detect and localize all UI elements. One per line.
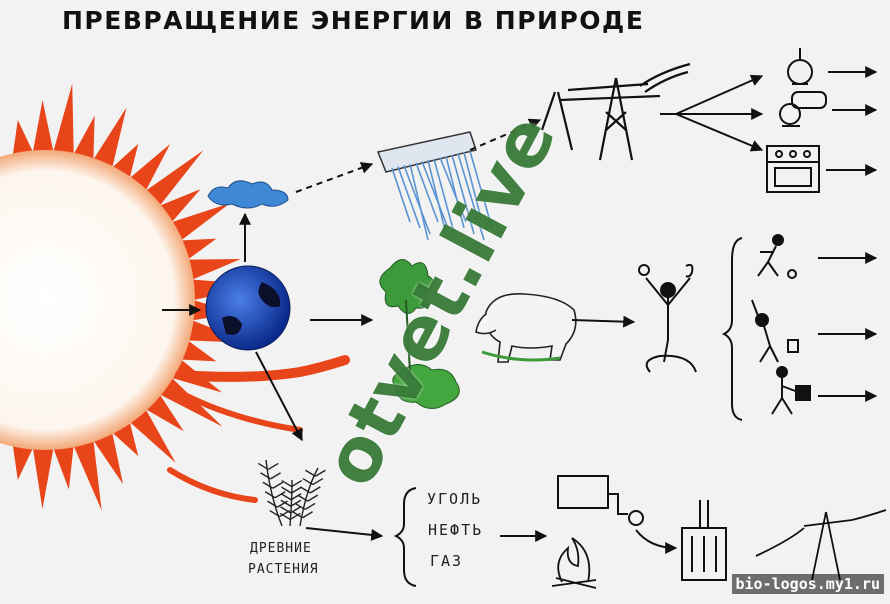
arrow: [296, 164, 372, 192]
site-credit: bio-logos.my1.ru: [732, 574, 885, 594]
lamp-icon: [788, 48, 812, 84]
sun-ray: [33, 447, 54, 508]
fuel-brace: [396, 488, 416, 586]
human-figure-icon: [639, 265, 696, 372]
fern-leaf: [313, 479, 323, 485]
activity-bracket: [724, 238, 742, 420]
fern-leaf: [263, 482, 273, 488]
fern-leaf: [282, 481, 292, 487]
fern-leaf: [305, 470, 315, 476]
arrow: [676, 76, 762, 114]
rain-streak: [404, 165, 430, 234]
fern-leaf: [281, 500, 291, 506]
ancient-plants-label-line2: РАСТЕНИЯ: [248, 562, 319, 577]
sun-ray: [33, 100, 54, 152]
sun-ray: [53, 84, 74, 155]
fern-leaf: [291, 487, 301, 493]
projector-icon: [780, 92, 826, 126]
stove-icon: [767, 146, 819, 192]
fern-leaf: [290, 513, 300, 519]
furnace-icon: [558, 476, 643, 525]
gas-label: ГАЗ: [430, 552, 463, 570]
arrow: [636, 530, 676, 548]
power-plant-icon: [682, 500, 726, 580]
sun-ray: [73, 440, 101, 511]
fern-leaf: [270, 511, 280, 517]
fern-leaf: [291, 507, 301, 513]
fern-leaf: [281, 494, 291, 500]
fern-leaf: [308, 495, 318, 501]
fern-leaf: [271, 473, 281, 479]
sun-ray: [13, 120, 33, 156]
sun-ray: [53, 445, 74, 489]
sun-ray: [93, 108, 126, 169]
fern-leaf: [281, 507, 291, 513]
arrow: [572, 320, 634, 322]
fern-leaf: [265, 492, 275, 498]
fern-leaf: [261, 473, 271, 479]
cloud-icon: [208, 181, 288, 208]
fern-leaf: [292, 481, 302, 487]
earth: [206, 266, 290, 350]
fern-leaf: [267, 501, 277, 507]
fire-icon: [552, 538, 596, 588]
ancient-plants-label-line1: ДРЕВНИЕ: [250, 541, 312, 556]
arrow: [676, 114, 762, 150]
fern-leaf: [268, 463, 278, 469]
sun-beam: [170, 470, 255, 500]
fern-leaf: [303, 512, 313, 518]
fern-leaf: [305, 503, 315, 509]
arrow: [306, 528, 382, 536]
bison-icon: [476, 294, 576, 362]
rain-streak: [410, 164, 428, 240]
oil-label: НЕФТЬ: [428, 521, 483, 539]
coal-label: УГОЛЬ: [427, 490, 482, 508]
transmission-tower-icon: [756, 510, 886, 580]
fern-leaf: [280, 513, 290, 519]
fern-leaf: [310, 487, 320, 493]
ancient-plants-icon: [258, 460, 325, 526]
sun: [0, 84, 345, 511]
carrying-figure-icon: [772, 367, 810, 414]
running-figure-icon: [758, 235, 796, 278]
sun-ray: [13, 444, 33, 480]
page-title: ПРЕВРАЩЕНИЕ ЭНЕРГИИ В ПРИРОДЕ: [62, 6, 762, 35]
lifting-figure-icon: [752, 300, 798, 362]
